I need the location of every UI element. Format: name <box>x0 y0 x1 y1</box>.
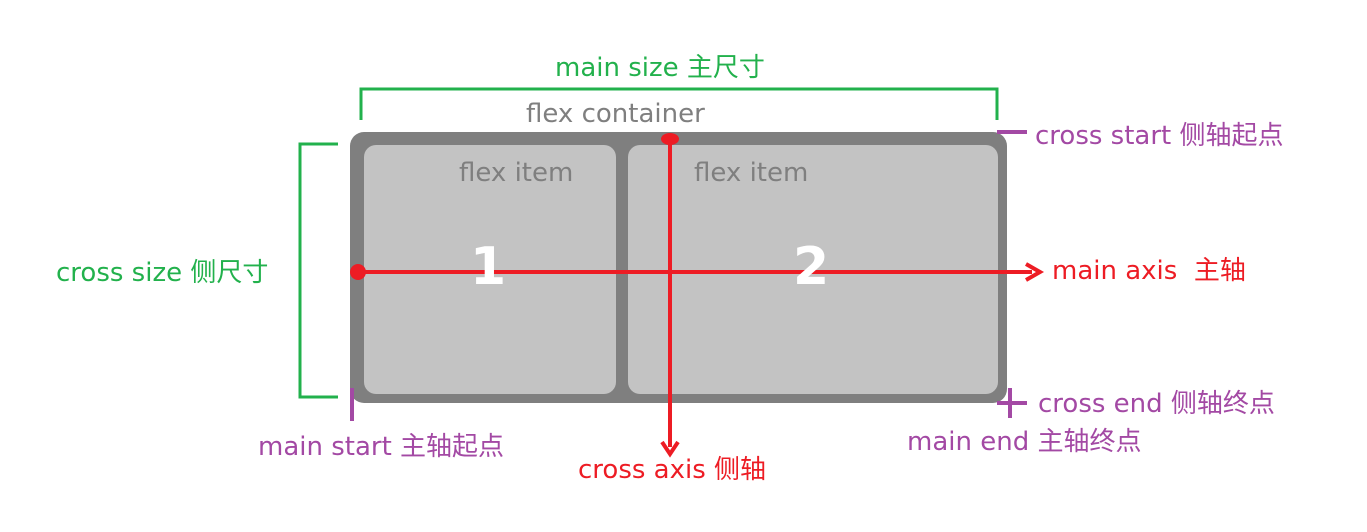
main-axis-arrowhead <box>1025 262 1045 282</box>
main-axis-label-en: main axis <box>1052 256 1178 286</box>
main-end-label: main end 主轴终点 <box>907 427 1142 457</box>
flex-item-2-box <box>628 145 998 394</box>
flex-container-title: flex container <box>526 99 705 129</box>
main-axis-start-dot <box>350 264 366 280</box>
flex-item-1-box <box>364 145 616 394</box>
flex-item-2-title: flex item <box>694 158 809 188</box>
main-size-label: main size 主尺寸 <box>555 53 765 83</box>
cross-axis-label-en: cross axis <box>578 455 706 485</box>
cross-axis-arrowhead <box>660 440 680 458</box>
flex-item-1-title: flex item <box>459 158 574 188</box>
flex-item-2-number: 2 <box>793 237 830 297</box>
main-start-label: main start 主轴起点 <box>258 432 505 462</box>
cross-size-bracket <box>298 142 338 399</box>
main-axis-label-zh: 主轴 <box>1193 256 1246 286</box>
main-axis-label: main axis 主轴 <box>1052 258 1246 284</box>
cross-axis-start-dot <box>661 133 679 145</box>
cross-axis-label-zh: 侧轴 <box>714 455 767 485</box>
cross-axis-label: cross axis 侧轴 <box>578 457 766 483</box>
main-size-bracket <box>359 87 999 120</box>
cross-start-label: cross start 侧轴起点 <box>1035 121 1284 151</box>
cross-end-label: cross end 侧轴终点 <box>1038 389 1275 419</box>
flex-item-1-number: 1 <box>470 237 507 297</box>
cross-size-label: cross size 侧尺寸 <box>56 258 269 288</box>
